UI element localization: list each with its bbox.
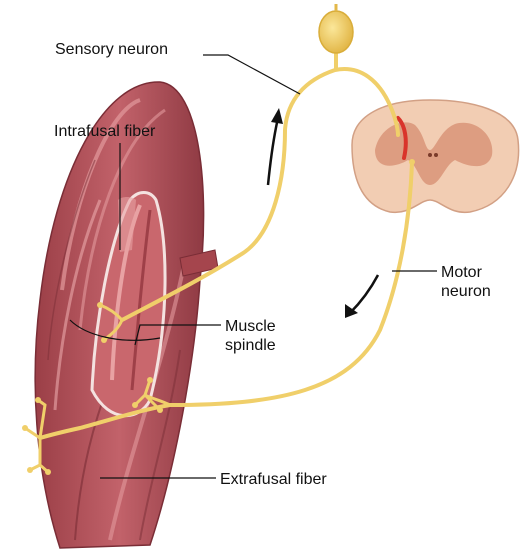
label-extrafusal-fiber: Extrafusal fiber <box>220 470 327 489</box>
label-sensory-neuron: Sensory neuron <box>55 40 168 59</box>
label-muscle-spindle-line2: spindle <box>225 336 276 355</box>
label-motor-neuron: Motor neuron <box>441 263 491 301</box>
arrow-down-icon <box>345 275 378 318</box>
label-motor-neuron-line1: Motor <box>441 263 491 282</box>
label-muscle-spindle-line1: Muscle <box>225 317 276 336</box>
label-muscle-spindle: Muscle spindle <box>225 317 276 355</box>
spinal-cord <box>352 100 519 212</box>
label-intrafusal-fiber: Intrafusal fiber <box>54 122 155 141</box>
label-motor-neuron-line2: neuron <box>441 282 491 301</box>
